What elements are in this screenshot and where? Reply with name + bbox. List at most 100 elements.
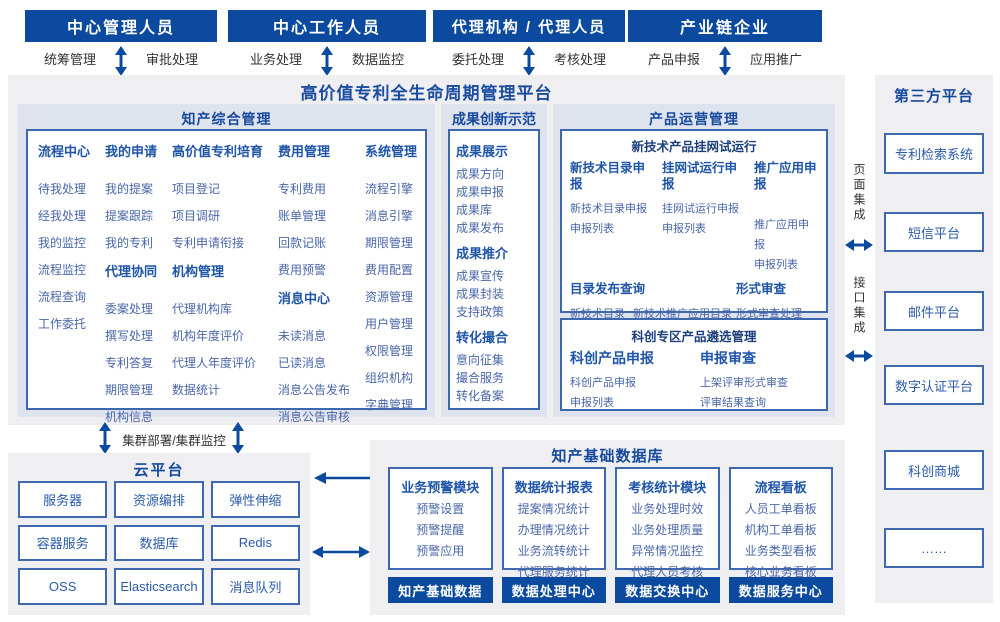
db-item: 核心业务看板 [744, 565, 817, 579]
third-party-box: 科创商城 [884, 450, 984, 490]
ip-column: 费用管理 专利费用 账单管理 回款记账 费用预警 消息中心 未读消息 已读消息 … [277, 139, 350, 424]
platform-title: 高价值专利全生命周期管理平台 [300, 84, 553, 103]
group-header: 申报审查 [700, 350, 756, 366]
group-item: 成果申报 [456, 185, 505, 199]
product-box-sci-tech: 科创专区产品遴选管理 科创产品申报 科创产品申报 申报列表 申报审查 上架评审形… [560, 318, 828, 411]
section-product-ops: 产品运营管理 新技术产品挂网试运行 新技术目录申报 新技术目录申报 申报列表 挂… [553, 104, 835, 417]
database-panel: 知产基础数据库 业务预警模块 预警设置 预警提醒 预警应用 知产基础数据 数据统… [370, 440, 845, 615]
db-item: 代理服务统计 [517, 565, 590, 579]
role-label-right: 数据监控 [352, 52, 405, 67]
vertical-double-arrow-icon [522, 46, 536, 76]
group-header: 成果展示 [456, 144, 509, 159]
api-integration-label: 接口集成 [852, 276, 866, 336]
role-bar: 中心管理人员 [25, 10, 217, 42]
group-item: 科创产品申报 [570, 377, 636, 389]
group-header: 形式审查 [736, 282, 787, 296]
group-item: 字典管理 [364, 398, 413, 412]
group-item: 账单管理 [277, 209, 326, 223]
group-item: 资源管理 [364, 290, 413, 304]
group-item: 申报列表 [570, 223, 614, 235]
cloud-cell: 弹性伸缩 [210, 481, 300, 518]
db-item: 异常情况监控 [631, 544, 704, 558]
vertical-double-arrow-icon [114, 46, 128, 76]
group-item: 流程监控 [38, 263, 87, 277]
group-item: 消息引擎 [364, 209, 413, 223]
group-header: 成果推介 [456, 246, 509, 261]
group-item: 意向征集 [456, 353, 505, 367]
db-column: 考核统计模块 业务处理时效 业务处理质量 异常情况监控 代理人员考核 数据交换中… [615, 467, 720, 603]
cloud-cell: 服务器 [18, 481, 108, 518]
product-group: 推广应用申报 推广应用申报 申报列表 [754, 160, 818, 275]
group-item: 撮合服务 [456, 371, 505, 385]
group-item: 消息公告发布 [277, 383, 350, 397]
cloud-title: 云平台 [133, 462, 185, 479]
cloud-cell: 容器服务 [18, 524, 108, 562]
group-item: 权限管理 [364, 344, 413, 358]
db-item: 机构工单看板 [744, 523, 817, 537]
third-party-box: 邮件平台 [884, 291, 984, 331]
section-title: 成果创新示范 [452, 111, 536, 127]
group-item: 上架评审形式审查 [700, 377, 788, 389]
db-bar: 知产基础数据 [388, 577, 493, 603]
group-item: 专利答复 [104, 356, 153, 370]
group-header: 代理协同 [104, 264, 157, 279]
group-header: 流程中心 [38, 144, 91, 159]
group-item: 未读消息 [277, 329, 326, 343]
third-party-box: 专利检索系统 [884, 133, 984, 174]
group-item: 待我处理 [38, 182, 87, 196]
group-item: 评审结果查询 [700, 397, 766, 409]
role-label-right: 审批处理 [146, 52, 199, 67]
role-group-agencies: 代理机构 / 代理人员 委托处理 考核处理 [433, 10, 625, 76]
section-title: 知产综合管理 [181, 111, 272, 127]
group-item: 成果方向 [456, 167, 505, 181]
group-item: 机构信息 [104, 410, 153, 424]
group-header: 高价值专利培育 [171, 144, 263, 159]
db-column-header: 数据统计报表 [514, 480, 593, 495]
db-item: 预警提醒 [416, 523, 465, 537]
cluster-label: 集群部署/集群监控 [122, 434, 226, 448]
group-item: 已读消息 [277, 356, 326, 370]
group-item: 数据统计 [171, 383, 220, 397]
group-item: 新技术推广应用目录 [633, 308, 732, 320]
db-item: 业务流转统计 [517, 544, 590, 558]
group-header: 我的申请 [104, 144, 157, 159]
sub-box-title: 新技术产品挂网试运行 [631, 140, 757, 154]
platform-panel: 高价值专利全生命周期管理平台 知产综合管理 流程中心 待我处理 经我处理 我的监… [8, 75, 845, 425]
db-column: 数据统计报表 提案情况统计 办理情况统计 业务流转统计 代理服务统计 数据处理中… [501, 467, 606, 603]
db-item: 业务类型看板 [744, 544, 817, 558]
group-item: 推广应用申报 [754, 219, 809, 251]
group-item: 专利申请衔接 [171, 236, 244, 250]
group-item: 我的专利 [104, 236, 153, 250]
group-item: 申报列表 [754, 259, 798, 271]
group-item: 项目调研 [171, 209, 220, 223]
third-party-title: 第三方平台 [893, 88, 974, 105]
group-item: 经我处理 [38, 209, 87, 223]
group-item: 机构年度评价 [171, 329, 244, 343]
achievement-box: 成果展示 成果方向 成果申报 成果库 成果发布 成果推介 成果宣传 成果封装 支… [448, 129, 540, 410]
db-item: 业务处理时效 [631, 502, 704, 516]
db-item: 预警设置 [416, 502, 465, 516]
db-bar: 数据服务中心 [728, 577, 833, 603]
group-item: 挂网试运行申报 [662, 203, 739, 215]
cloud-cell: Elasticsearch [114, 568, 204, 605]
cloud-cell: 数据库 [114, 524, 204, 562]
group-item: 期限管理 [364, 236, 413, 250]
group-item: 提案跟踪 [104, 209, 153, 223]
group-header: 推广应用申报 [754, 161, 817, 191]
group-item: 用户管理 [364, 317, 413, 331]
role-bar: 中心工作人员 [228, 10, 426, 42]
database-title: 知产基础数据库 [551, 448, 664, 465]
third-party-box: …… [884, 528, 984, 568]
group-item: 消息公告审核 [277, 410, 350, 424]
group-item: 撰写处理 [104, 329, 153, 343]
role-bar: 代理机构 / 代理人员 [433, 10, 625, 42]
left-arrow-icon [312, 471, 372, 485]
db-column-header: 考核统计模块 [628, 480, 707, 495]
role-label-left: 产品申报 [647, 52, 700, 67]
group-header: 费用管理 [277, 144, 330, 159]
group-item: 代理人年度评价 [171, 356, 256, 370]
horizontal-double-arrow-icon [312, 545, 370, 559]
role-bar: 产业链企业 [628, 10, 822, 42]
db-column-header: 业务预警模块 [401, 480, 480, 495]
db-column: 业务预警模块 预警设置 预警提醒 预警应用 知产基础数据 [388, 467, 493, 603]
